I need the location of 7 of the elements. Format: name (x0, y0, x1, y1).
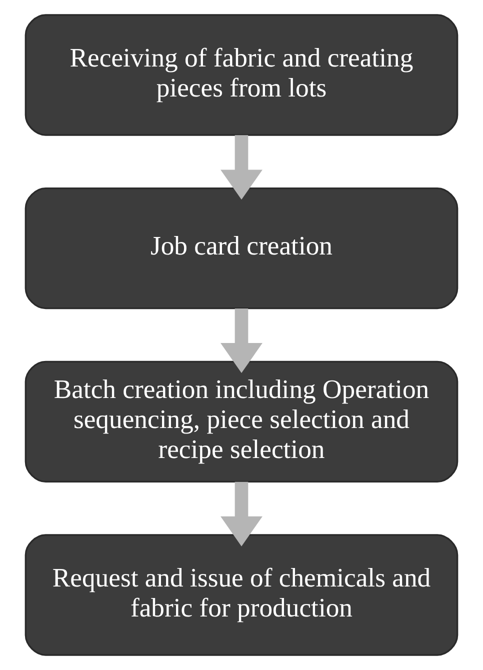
arrow (220, 308, 262, 374)
arrow (220, 135, 262, 200)
node-box: Request and issue of chemicals and fabric for production (24, 534, 458, 656)
arrow (220, 482, 262, 546)
node-box: Job card creation (24, 188, 458, 310)
node-box: Receiving of fabric and creating pieces from lots (24, 14, 458, 136)
node-box: Batch creation including Operation sequencing, piece selection and recipe selection (24, 360, 458, 482)
